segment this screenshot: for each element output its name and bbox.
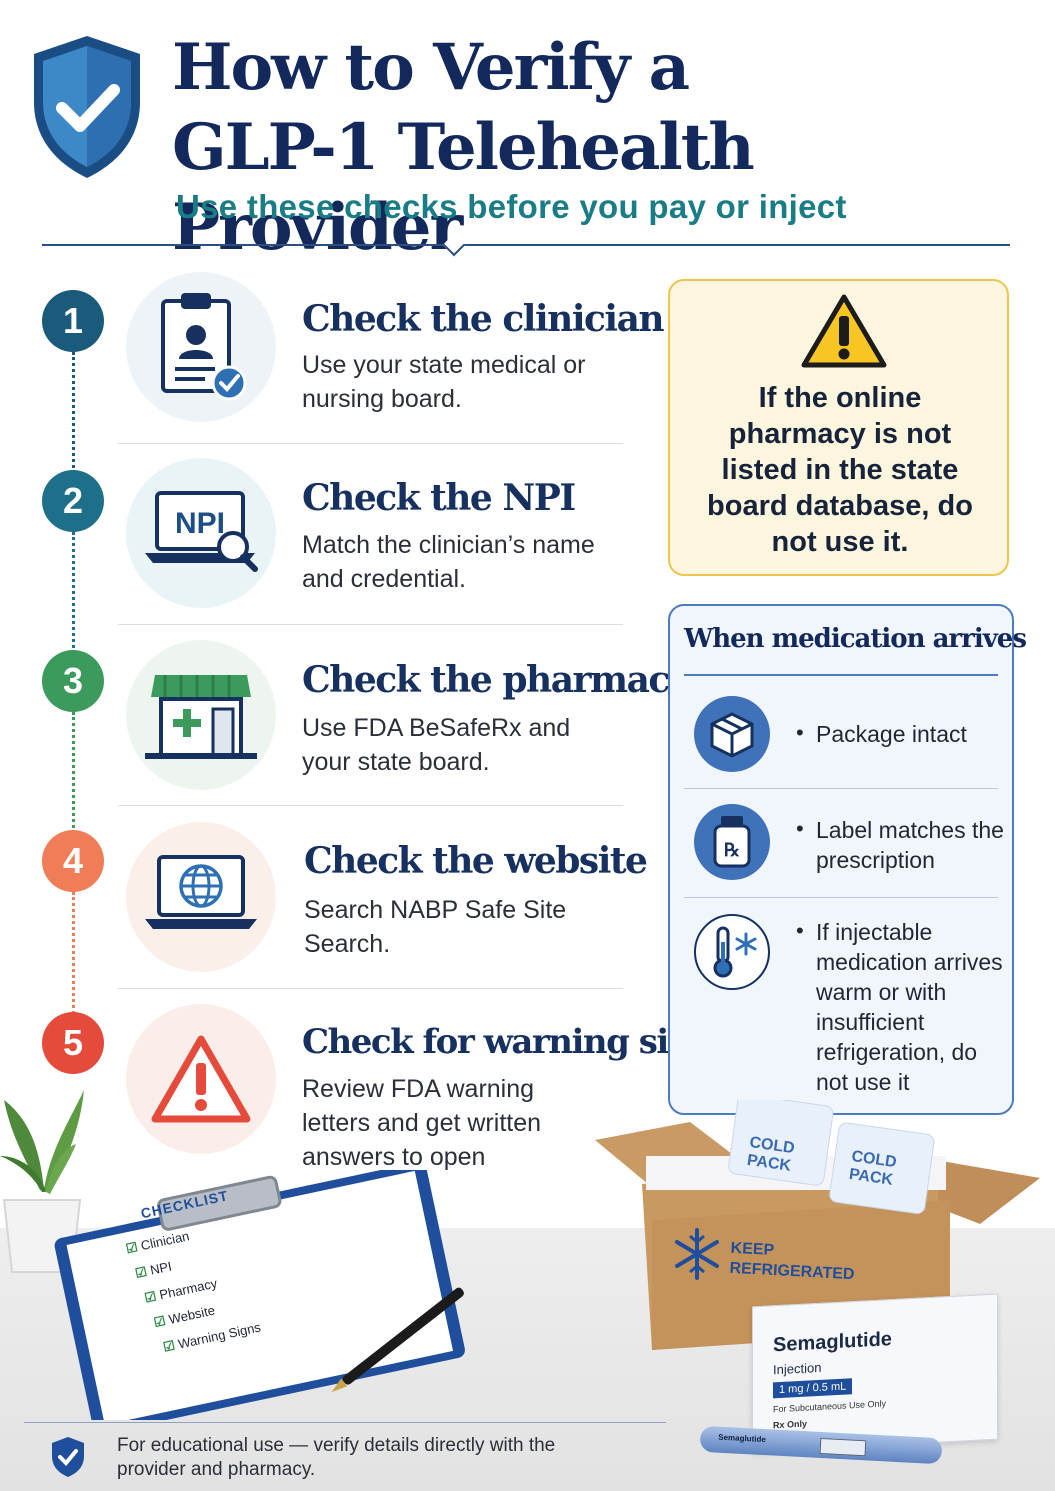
page-subtitle: Use these checks before you pay or injec… (176, 188, 847, 225)
package-icon-circle (694, 696, 770, 772)
npi-icon-text: NPI (175, 507, 225, 540)
step-1-description: Use your state medical or nursing board. (302, 351, 586, 413)
clipboard-profile-icon (161, 293, 247, 401)
checklist-item-label: Warning Signs (176, 1319, 263, 1352)
checklist-clipboard (54, 1170, 465, 1420)
bullet: • (796, 720, 804, 745)
medication-title-divider (684, 674, 998, 676)
keep-refrigerated-label: KEEP REFRIGERATED (729, 1239, 856, 1285)
step-connector (72, 352, 75, 480)
warning-triangle-icon (151, 1035, 251, 1123)
checklist-item-label: Website (167, 1302, 217, 1327)
checklist-item-label: Pharmacy (158, 1275, 219, 1303)
bullet: • (796, 918, 804, 943)
bullet: • (796, 816, 804, 841)
carton-dose: 1 mg / 0.5 mL (773, 1378, 853, 1399)
footer-disclaimer: For educational use — verify details dir… (117, 1435, 556, 1480)
step-2-icon-circle: NPI (126, 458, 276, 608)
step-2-number: 2 (42, 470, 104, 532)
step-3-description: Use FDA BeSafeRx and your state board. (302, 714, 571, 776)
checklist-item-2: ☑ NPI (134, 1259, 173, 1282)
checklist-item-1: ☑ Clinician (124, 1228, 190, 1257)
semaglutide-carton: Semaglutide Injection 1 mg / 0.5 mL For … (752, 1293, 998, 1453)
check-icon: ☑ (161, 1337, 177, 1355)
pharmacy-storefront-icon (145, 675, 257, 759)
page-title: How to Verify a GLP-1 Telehealth Provide… (172, 28, 1042, 268)
step-1-title: Check the clinician (302, 298, 665, 340)
thermometer-snowflake-icon (713, 926, 757, 978)
step-5-icon-circle (126, 1004, 276, 1154)
checklist-item-label: Clinician (139, 1228, 191, 1254)
footer-shield-icon (52, 1437, 84, 1477)
medication-item-package: Package intact (816, 721, 967, 747)
step-3-icon-circle (126, 640, 276, 790)
pharmacy-warning-text: If the online pharmacy is not listed in … (707, 382, 973, 558)
svg-text:℞: ℞ (724, 840, 740, 861)
step-3-number: 3 (42, 650, 104, 712)
snowflake-icon (675, 1228, 719, 1280)
footer-divider (24, 1422, 666, 1423)
step-2-title: Check the NPI (302, 477, 576, 519)
carton-rx: Rx Only (773, 1418, 808, 1431)
checklist-item-3: ☑ Pharmacy (143, 1275, 219, 1306)
pen-label: Semaglutide (718, 1432, 767, 1445)
step-3-title: Check the pharmacy (302, 659, 690, 701)
step-connector (72, 712, 75, 840)
step-4-description: Search NABP Safe Site Search. (304, 896, 567, 958)
checklist-item-4: ☑ Website (152, 1303, 216, 1332)
medication-divider (684, 788, 998, 789)
laptop-globe-icon (145, 855, 257, 929)
carton-note: For Subcutaneous Use Only (773, 1398, 887, 1415)
header-divider (42, 244, 1010, 246)
medication-panel-title: When medication arrives (684, 624, 1027, 654)
step-1-number: 1 (42, 290, 104, 352)
npi-laptop-search-icon: NPI (145, 491, 258, 572)
medication-divider (684, 897, 998, 898)
step-2-description: Match the clinician’s name and credentia… (302, 531, 595, 593)
medication-item-label: Label matches the prescription (816, 817, 1004, 873)
shield-check-logo-icon (34, 36, 140, 178)
check-icon: ☑ (152, 1313, 167, 1331)
carton-drug-name: Semaglutide (773, 1328, 892, 1357)
checklist-item-label: NPI (148, 1258, 174, 1278)
step-connector (72, 892, 75, 1020)
step-divider (118, 624, 623, 625)
step-connector (72, 532, 75, 660)
step-divider (118, 988, 623, 989)
step-divider (118, 805, 623, 806)
check-icon: ☑ (143, 1288, 158, 1306)
carton-form: Injection (773, 1359, 822, 1378)
temperature-icon-circle (694, 914, 770, 990)
warning-sign-icon (801, 294, 887, 368)
title-line-1: How to Verify a (172, 30, 690, 105)
check-icon: ☑ (124, 1239, 139, 1257)
step-4-icon-circle (126, 822, 276, 972)
step-1-icon-circle (126, 272, 276, 422)
pen-dose-window (819, 1437, 867, 1457)
medication-item-temperature: If injectable medication arrives warm or… (816, 919, 1003, 1095)
step-5-title: Check for warning signs (302, 1022, 732, 1062)
rx-bottle-icon-circle: ℞ (694, 804, 770, 880)
title-line-2: GLP-1 Telehealth Provider (172, 110, 755, 265)
step-5-number: 5 (42, 1012, 104, 1074)
step-4-number: 4 (42, 830, 104, 892)
check-icon: ☑ (133, 1263, 149, 1281)
step-divider (118, 443, 623, 444)
step-4-title: Check the website (304, 840, 648, 882)
rx-bottle-icon: ℞ (713, 816, 751, 868)
package-box-icon (710, 712, 754, 758)
